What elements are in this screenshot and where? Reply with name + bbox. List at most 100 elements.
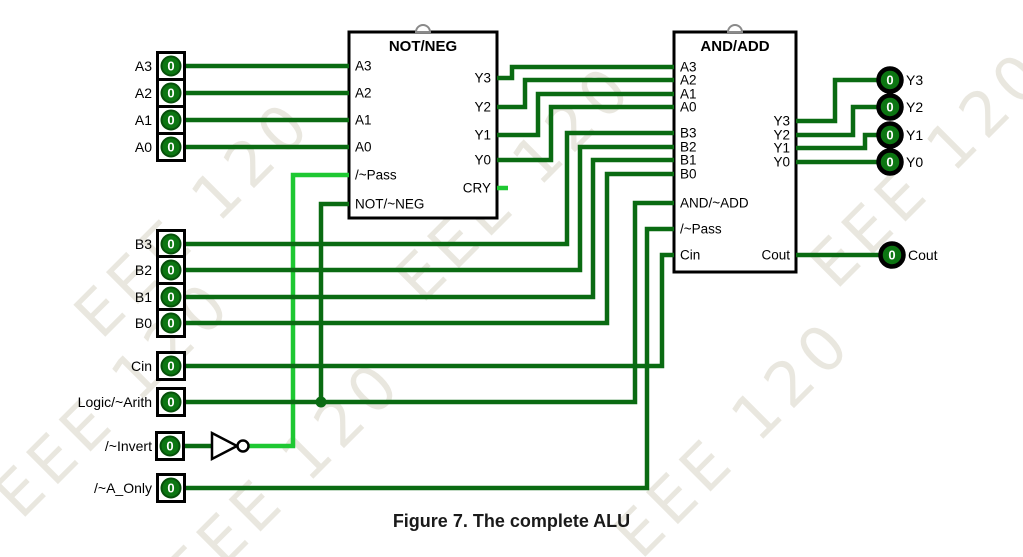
block-body [347, 30, 499, 220]
indicator-value: 0 [886, 100, 893, 115]
switch-state-circle [160, 286, 182, 308]
switch-value: 0 [167, 263, 174, 278]
block-input-label-not-neg: NOT/~NEG [355, 197, 424, 212]
indicator-circle [878, 241, 906, 269]
input-pin-label-a3: A3 [135, 58, 152, 74]
input-switch-invert[interactable]: 0/~Invert [105, 431, 185, 461]
wire-low [184, 157, 674, 300]
switch-state-circle [159, 435, 181, 457]
input-switch-b0[interactable]: 0B0 [135, 308, 186, 338]
input-pin-label-b2: B2 [135, 262, 152, 278]
input-switch-b2[interactable]: 0 B2 [135, 255, 186, 285]
wire-low [796, 77, 877, 124]
input-switch-b1[interactable]: 0B1 [135, 282, 186, 312]
switch-state-circle [160, 55, 182, 77]
block-output-label-y0: Y0 [474, 153, 491, 168]
input-pin-label-a-only: /~A_Only [94, 480, 152, 496]
indicator-circle [876, 66, 904, 94]
switch-state-circle [160, 312, 182, 334]
block-input-label-a2: A2 [680, 73, 697, 88]
block-output-label-y0: Y0 [773, 155, 790, 170]
switch-value: 0 [167, 395, 174, 410]
switch-value: 0 [167, 359, 174, 374]
input-switch-a0[interactable]: 0 A0 [135, 132, 186, 162]
block-output-label-y2: Y2 [773, 128, 790, 143]
wire-low [184, 252, 674, 369]
input-switch-a2[interactable]: 0A2 [135, 78, 186, 108]
input-pin-label-b1: B1 [135, 289, 152, 305]
block-input-label-a2: A2 [355, 86, 372, 101]
switch-value: 0 [167, 113, 174, 128]
indicator-value: 0 [886, 155, 893, 170]
indicator-circle [876, 121, 904, 149]
switch-value: 0 [167, 140, 174, 155]
wire-low [184, 226, 674, 491]
switch-value: 0 [167, 237, 174, 252]
switch-state-circle [160, 355, 182, 377]
input-pin-label-invert: /~Invert [105, 438, 152, 454]
output-pin-label-cout: Cout [908, 247, 938, 263]
switch-state-circle [160, 477, 182, 499]
block-output-label-y1: Y1 [773, 141, 790, 156]
wire-low [184, 130, 674, 247]
indicator-circle [876, 148, 904, 176]
switch-state-circle [160, 82, 182, 104]
indicator-value: 0 [886, 128, 893, 143]
input-switch-a-only[interactable]: 0 /~A_Only [94, 473, 186, 503]
block-body [672, 30, 798, 274]
wire-low [497, 91, 674, 138]
block-input-label-a3: A3 [680, 60, 697, 75]
output-indicator-y1: 0 Y1 [876, 121, 923, 149]
block-input-label-b2: B2 [680, 140, 697, 155]
block-input-label-pass: /~Pass [680, 222, 722, 237]
indicator-circle [876, 93, 904, 121]
indicator-value: 0 [888, 248, 895, 263]
block-input-label-b3: B3 [680, 126, 697, 141]
indicator-value: 0 [886, 73, 893, 88]
input-switch-a3[interactable]: 0A3 [135, 51, 186, 81]
output-pin-label-y2: Y2 [906, 99, 923, 115]
input-pin-label-a0: A0 [135, 139, 152, 155]
block-input-label-a1: A1 [680, 87, 697, 102]
input-pin-label-a1: A1 [135, 112, 152, 128]
switch-value: 0 [167, 481, 174, 496]
switch-state-circle [160, 109, 182, 131]
block-title: AND/ADD [700, 38, 769, 55]
figure-caption: Figure 7. The complete ALU [392, 511, 631, 531]
block-and-add: AND/ADDA3A2A1A0B3B2B1B0AND/~ADD/~PassCin… [672, 24, 798, 274]
wire-low [184, 144, 674, 273]
not-gate-bubble-icon [236, 439, 250, 453]
not-gate [210, 430, 250, 462]
block-input-label-and-add: AND/~ADD [680, 196, 749, 211]
input-pin-label-logic-arith: Logic/~Arith [78, 394, 152, 410]
wire-low [184, 200, 674, 405]
block-input-label-cin: Cin [680, 248, 700, 263]
output-pin-label-y1: Y1 [906, 127, 923, 143]
block-output-label-y3: Y3 [474, 71, 491, 86]
switch-state-circle [160, 233, 182, 255]
input-switch-a1[interactable]: 0 A1 [135, 105, 186, 135]
wire-low [184, 171, 674, 326]
switch-state-circle [160, 391, 182, 413]
input-pin-label-cin: Cin [131, 358, 152, 374]
input-pin-label-a2: A2 [135, 85, 152, 101]
input-pin-label-b3: B3 [135, 236, 152, 252]
output-indicator-y2: 0 Y2 [876, 93, 923, 121]
input-switch-logic-arith[interactable]: 0 Logic/~Arith [78, 387, 186, 417]
input-switch-cin[interactable]: 0 Cin [131, 351, 186, 381]
block-input-label-b0: B0 [680, 167, 697, 182]
block-input-label-a1: A1 [355, 113, 372, 128]
block-output-label-cout: Cout [761, 248, 790, 263]
block-title: NOT/NEG [389, 38, 457, 55]
wire-low [497, 77, 674, 110]
block-output-label-y1: Y1 [474, 128, 491, 143]
input-switch-b3[interactable]: 0 B3 [135, 229, 186, 259]
not-gate-triangle [210, 430, 240, 462]
block-input-label-a0: A0 [680, 100, 697, 115]
switch-value: 0 [167, 316, 174, 331]
wire-low [796, 104, 877, 138]
wire-low [497, 104, 674, 163]
